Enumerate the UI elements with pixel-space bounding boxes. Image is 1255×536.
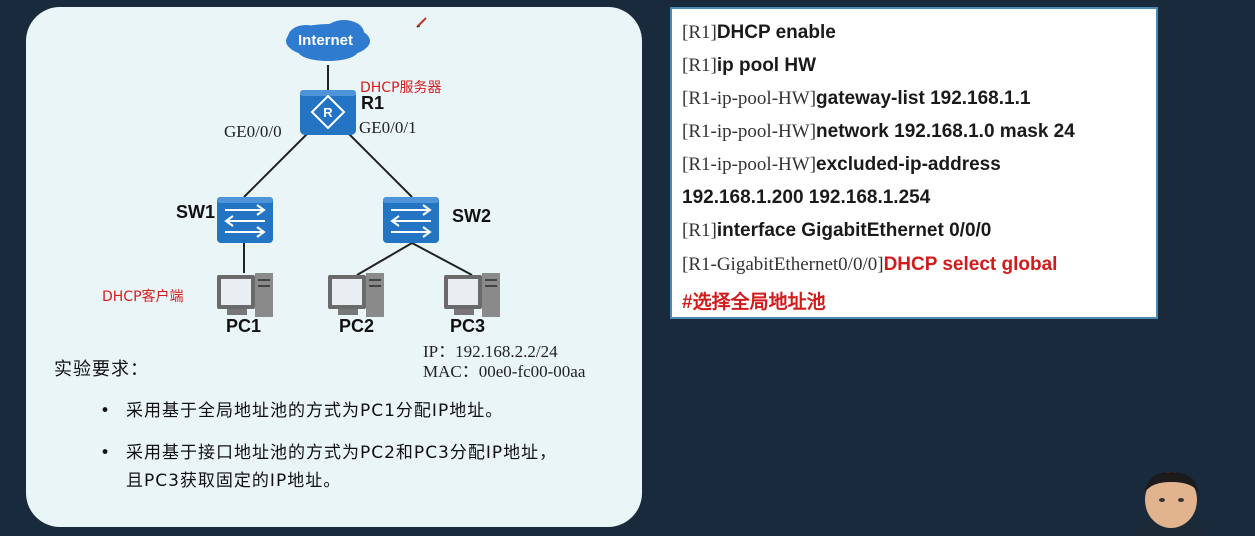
cli-prompt: [R1] <box>682 55 717 76</box>
cli-prompt: [R1-GigabitEthernet0/0/0] <box>682 254 884 275</box>
cli-prompt: [R1] <box>682 220 717 241</box>
r1-port-left-label: GE0/0/0 <box>224 122 282 141</box>
command-line: [R1-ip-pool-HW]gateway-list 192.168.1.1 <box>682 87 1030 110</box>
internet-cloud-icon <box>286 20 370 61</box>
topology-panel: R <box>26 7 642 527</box>
pc2-label: PC2 <box>339 316 375 336</box>
svg-text:R: R <box>323 105 333 120</box>
cli-command: excluded-ip-address <box>816 154 1001 175</box>
pc1-computer-icon <box>217 273 273 317</box>
switch-icon-sw2 <box>383 197 439 243</box>
pc2-computer-icon <box>328 273 384 317</box>
pen-cursor-icon <box>416 17 427 28</box>
internet-label: Internet <box>298 32 354 49</box>
requirement-text: 采用基于接口地址池的方式为PC2和PC3分配IP地址， <box>126 443 558 463</box>
bullet-dot: • <box>100 443 112 463</box>
cli-prompt: [R1-ip-pool-HW] <box>682 121 817 142</box>
requirements-title: 实验要求： <box>54 359 149 380</box>
link-sw2-pc3 <box>411 242 473 276</box>
link-r1-sw2 <box>347 132 413 198</box>
cli-command-highlight: DHCP select global <box>883 254 1058 275</box>
command-line: [R1]DHCP enable <box>682 21 836 44</box>
link-r1-sw1 <box>243 132 309 198</box>
cli-prompt: [R1-ip-pool-HW] <box>682 88 817 109</box>
pc3-label: PC3 <box>450 316 486 336</box>
requirement-text: 采用基于全局地址池的方式为PC1分配IP地址。 <box>126 401 504 421</box>
command-panel: [R1]DHCP enable [R1]ip pool HW [R1-ip-po… <box>670 7 1158 319</box>
command-line: [R1-ip-pool-HW]network 192.168.1.0 mask … <box>682 120 1075 143</box>
cli-prompt: [R1] <box>682 22 717 43</box>
sw2-label: SW2 <box>452 206 492 226</box>
sw1-label: SW1 <box>176 202 216 222</box>
command-line: [R1]ip pool HW <box>682 54 816 77</box>
r1-port-right-label: GE0/0/1 <box>359 118 417 137</box>
cli-command: ip pool HW <box>716 55 817 76</box>
pc3-ip-label: IP：192.168.2.2/24 <box>423 342 558 361</box>
command-line: 192.168.1.200 192.168.1.254 <box>682 186 930 209</box>
router-icon: R <box>300 90 356 135</box>
command-line: [R1-GigabitEthernet0/0/0]DHCP select glo… <box>682 253 1057 276</box>
cli-prompt: [R1-ip-pool-HW] <box>682 154 817 175</box>
link-sw2-pc2 <box>356 242 413 276</box>
pc1-label: PC1 <box>226 316 262 336</box>
command-comment: #选择全局地址池 <box>682 287 826 314</box>
presenter-video-icon <box>1134 472 1208 536</box>
cli-comment: #选择全局地址池 <box>682 292 826 313</box>
command-line: [R1]interface GigabitEthernet 0/0/0 <box>682 219 991 242</box>
topology-diagram: R <box>217 20 500 317</box>
cli-command: gateway-list 192.168.1.1 <box>816 88 1031 109</box>
requirement-text: 且PC3获取固定的IP地址。 <box>126 471 342 491</box>
cli-command: 192.168.1.200 192.168.1.254 <box>682 187 931 208</box>
cli-command: network 192.168.1.0 mask 24 <box>816 121 1075 142</box>
cli-command: interface GigabitEthernet 0/0/0 <box>716 220 992 241</box>
command-line: [R1-ip-pool-HW]excluded-ip-address <box>682 153 1001 176</box>
dhcp-server-label: DHCP服务器 <box>360 80 442 96</box>
pc3-computer-icon <box>444 273 500 317</box>
r1-label: R1 <box>361 93 385 113</box>
pc3-mac-label: MAC：00e0-fc00-00aa <box>423 362 586 381</box>
bullet-dot: • <box>100 401 112 421</box>
dhcp-client-label: DHCP客户端 <box>102 289 184 305</box>
cli-command: DHCP enable <box>716 22 836 43</box>
switch-icon-sw1 <box>217 197 273 243</box>
